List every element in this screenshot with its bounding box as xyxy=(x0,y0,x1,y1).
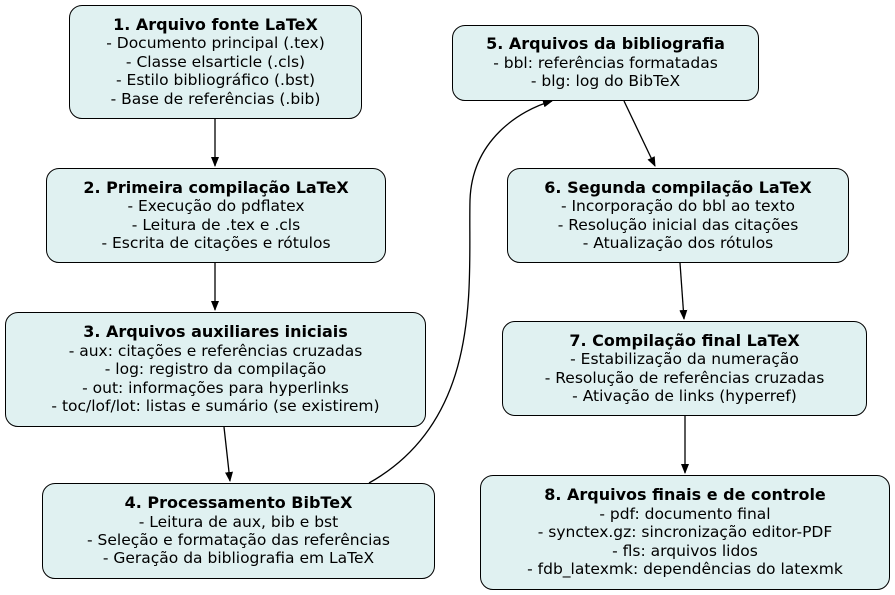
node-line: - Base de referências (.bib) xyxy=(110,89,321,108)
node-title: 4. Processamento BibTeX xyxy=(124,493,353,513)
node-line: - aux: citações e referências cruzadas xyxy=(68,341,363,360)
node-line: - Geração da bibliografia em LaTeX xyxy=(102,549,375,568)
node-line: - Classe elsarticle (.cls) xyxy=(125,52,306,71)
node-line: - Atualização dos rótulos xyxy=(582,233,774,252)
node-line: - synctex.gz: sincronização editor-PDF xyxy=(537,523,833,542)
edge-5-to-6 xyxy=(623,100,656,167)
node-line: - bbl: referências formatadas xyxy=(493,53,718,72)
edge-4-to-5 xyxy=(368,99,553,484)
node-arquivo-fonte-latex: 1. Arquivo fonte LaTeX - Documento princ… xyxy=(69,5,362,119)
node-line: - Execução do pdflatex xyxy=(127,197,305,216)
node-arquivos-finais: 8. Arquivos finais e de controle - pdf: … xyxy=(480,475,890,590)
edge-3-to-4 xyxy=(223,426,233,482)
node-line: - Estilo bibliográfico (.bst) xyxy=(116,71,315,90)
node-line: - fdb_latexmk: dependências do latexmk xyxy=(527,560,843,579)
node-line: - log: registro da compilação xyxy=(104,360,327,379)
node-arquivos-auxiliares: 3. Arquivos auxiliares iniciais - aux: c… xyxy=(5,312,426,427)
node-processamento-bibtex: 4. Processamento BibTeX - Leitura de aux… xyxy=(42,483,435,579)
node-title: 3. Arquivos auxiliares iniciais xyxy=(83,322,348,342)
node-line: - Resolução de referências cruzadas xyxy=(544,368,825,387)
node-title: 1. Arquivo fonte LaTeX xyxy=(113,14,318,34)
node-line: - Seleção e formatação das referências xyxy=(87,531,390,549)
node-line: - Leitura de .tex e .cls xyxy=(131,215,301,234)
edge-6-to-7 xyxy=(679,262,688,320)
node-line: - Estabilização da numeração xyxy=(570,350,799,369)
node-arquivos-bibliografia: 5. Arquivos da bibliografia - bbl: refer… xyxy=(452,25,759,101)
node-line: - fls: arquivos lidos xyxy=(612,541,758,560)
node-line: - Ativação de links (hyperref) xyxy=(572,386,797,405)
node-title: 8. Arquivos finais e de controle xyxy=(544,485,826,505)
node-compilacao-final: 7. Compilação final LaTeX - Estabilizaçã… xyxy=(502,321,867,416)
node-line: - Documento principal (.tex) xyxy=(106,34,325,53)
node-line: - Leitura de aux, bib e bst xyxy=(138,512,339,531)
node-title: 5. Arquivos da bibliografia xyxy=(486,34,725,54)
node-title: 2. Primeira compilação LaTeX xyxy=(83,177,349,197)
node-line: - Escrita de citações e rótulos xyxy=(101,233,331,252)
node-primeira-compilacao: 2. Primeira compilação LaTeX - Execução … xyxy=(46,168,386,263)
node-title: 7. Compilação final LaTeX xyxy=(569,330,800,350)
node-title: 6. Segunda compilação LaTeX xyxy=(544,177,812,197)
node-line: - Resolução inicial das citações xyxy=(557,215,799,234)
node-segunda-compilacao: 6. Segunda compilação LaTeX - Incorporaç… xyxy=(507,168,849,263)
node-line: - toc/lof/lot: listas e sumário (se exis… xyxy=(51,397,380,416)
node-line: - Incorporação do bbl ao texto xyxy=(560,197,796,216)
node-line: - blg: log do BibTeX xyxy=(530,72,681,91)
node-line: - out: informações para hyperlinks xyxy=(82,378,349,397)
node-line: - pdf: documento final xyxy=(599,504,771,523)
